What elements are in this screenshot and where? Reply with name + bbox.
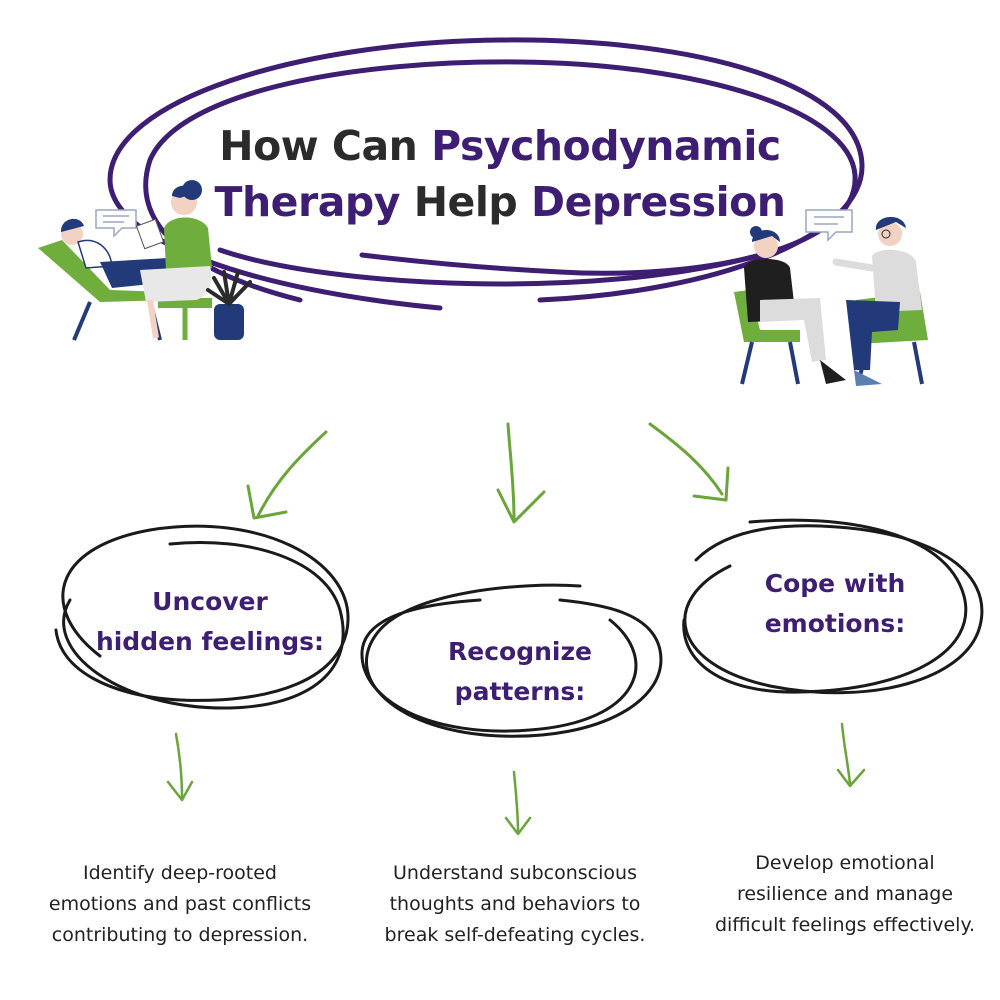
step-description-line: break self-defeating cycles. <box>384 924 646 946</box>
step-label-line: Cope with <box>764 569 906 598</box>
step-label-line: hidden feelings: <box>95 627 325 656</box>
therapy-couch-illustration <box>38 180 252 341</box>
step-label-line: Uncover <box>152 587 268 616</box>
small-arrow-down-icon-3 <box>836 722 866 788</box>
scribble-circle-3 <box>682 518 984 695</box>
small-arrow-down-icon-2 <box>504 770 532 836</box>
step-label-recognize: Recognize patterns: <box>380 632 660 712</box>
scribble-circle-2 <box>360 583 663 738</box>
title-line2-accent-b: Depression <box>531 178 786 226</box>
step-description-cope: Develop emotional resilience and manage … <box>690 848 1000 941</box>
arrow-down-icon <box>496 422 546 524</box>
top-arrows <box>246 422 730 524</box>
step-label-line: patterns: <box>454 677 586 706</box>
title-line-1: How Can Psychodynamic <box>180 118 820 174</box>
title-line1-accent: Psychodynamic <box>431 122 781 170</box>
step-description-uncover: Identify deep-rooted emotions and past c… <box>30 858 330 951</box>
arrow-right-down-icon <box>648 422 730 502</box>
conversation-illustration <box>734 209 928 386</box>
step-label-cope: Cope with emotions: <box>700 564 970 644</box>
title-line2-accent-a: Therapy <box>214 178 401 226</box>
step-description-line: emotions and past conflicts <box>48 893 312 915</box>
arrow-left-down-icon <box>246 430 328 520</box>
title-line2-plain: Help <box>413 178 518 226</box>
step-description-line: contributing to depression. <box>51 924 309 946</box>
bottom-arrows <box>166 722 866 836</box>
step-label-line: Recognize <box>448 637 592 666</box>
step-label-line: emotions: <box>764 609 906 638</box>
step-description-line: Understand subconscious <box>393 862 637 884</box>
title-line1-plain: How Can <box>219 122 418 170</box>
step-description-line: difficult feelings effectively. <box>714 914 976 936</box>
small-arrow-down-icon-1 <box>166 732 194 802</box>
step-description-line: Identify deep-rooted <box>83 862 277 884</box>
step-description-line: thoughts and behaviors to <box>389 893 641 915</box>
step-label-uncover: Uncover hidden feelings: <box>70 582 350 662</box>
page-title: How Can Psychodynamic Therapy Help Depre… <box>180 118 820 230</box>
step-description-line: resilience and manage <box>736 883 954 905</box>
scribble-circle-1 <box>54 524 350 710</box>
step-description-recognize: Understand subconscious thoughts and beh… <box>360 858 670 951</box>
step-scribble-circles <box>54 518 984 738</box>
step-description-line: Develop emotional <box>755 852 935 874</box>
title-line-2: Therapy Help Depression <box>180 174 820 230</box>
